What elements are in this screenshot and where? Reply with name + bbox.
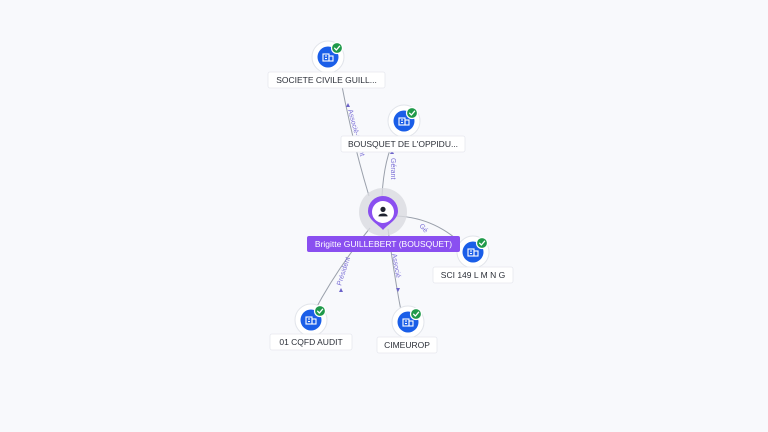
person-icon <box>378 206 388 217</box>
node-sci149[interactable] <box>456 235 490 269</box>
node-societe-civile[interactable] <box>311 40 345 74</box>
label-bousquet[interactable]: BOUSQUET DE L'OPPIDU... <box>340 135 466 153</box>
center-person-label[interactable]: Brigitte GUILLEBERT (BOUSQUET) <box>307 236 460 252</box>
node-center-person[interactable] <box>359 188 407 236</box>
edge-label-bousquet: Gérant <box>389 158 396 179</box>
verified-check-icon <box>313 304 327 318</box>
node-cqfd[interactable] <box>294 303 328 337</box>
arrow-marker-cqfd <box>339 288 343 292</box>
company-name: 01 CQFD AUDIT <box>279 337 342 347</box>
arrow-marker-cimeurop <box>396 288 400 292</box>
node-cimeurop[interactable] <box>391 305 425 339</box>
node-bousquet[interactable] <box>387 104 421 138</box>
edge-label-cimeurop: Associé <box>390 253 401 278</box>
verified-check-icon <box>405 106 419 120</box>
label-cqfd[interactable]: 01 CQFD AUDIT <box>269 333 353 351</box>
arrow-marker-societe-civile <box>346 103 350 107</box>
label-sci149[interactable]: SCI 149 L M N G <box>432 266 514 284</box>
company-name: SCI 149 L M N G <box>441 270 505 280</box>
building-icon <box>398 117 410 126</box>
verified-check-icon <box>330 41 344 55</box>
building-icon <box>305 316 317 325</box>
company-name: CIMEUROP <box>384 340 430 350</box>
label-cimeurop[interactable]: CIMEUROP <box>376 336 438 354</box>
verified-check-icon <box>475 236 489 250</box>
edge-label-sci149: Gé <box>417 223 428 235</box>
company-name: BOUSQUET DE L'OPPIDU... <box>348 139 458 149</box>
building-icon <box>402 318 414 327</box>
label-societe-civile[interactable]: SOCIETE CIVILE GUILL... <box>267 71 386 89</box>
company-name: SOCIETE CIVILE GUILL... <box>276 75 377 85</box>
verified-check-icon <box>409 307 423 321</box>
center-person-name: Brigitte GUILLEBERT (BOUSQUET) <box>315 239 452 249</box>
building-icon <box>467 248 479 257</box>
building-icon <box>322 53 334 62</box>
